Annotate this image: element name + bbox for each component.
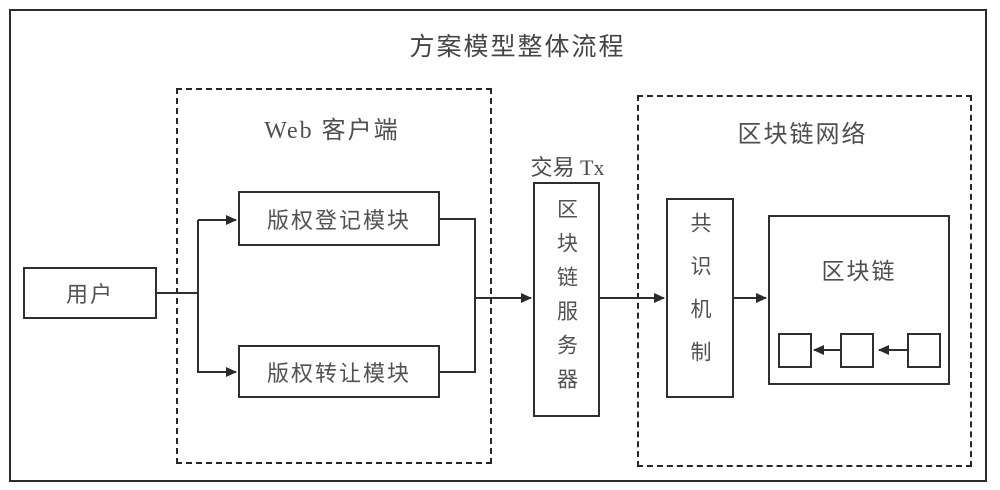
consensus-mechanism-label: 共识机制 bbox=[688, 212, 712, 384]
outer-frame bbox=[9, 9, 987, 482]
blockchain-server-label: 区块链服务器 bbox=[554, 197, 579, 402]
blockchain-box-label: 区块链 bbox=[821, 259, 897, 284]
copyright-transfer-module-label: 版权转让模块 bbox=[266, 360, 411, 386]
blockchain-network-label: 区块链网络 bbox=[737, 122, 868, 148]
block-square-3 bbox=[907, 333, 941, 368]
web-client-label: Web 客户端 bbox=[264, 118, 400, 144]
consensus-mechanism-box: 共识机制 bbox=[666, 198, 734, 398]
copyright-registration-module-label: 版权登记模块 bbox=[266, 207, 411, 233]
block-square-2 bbox=[840, 333, 874, 368]
user-box: 用户 bbox=[23, 267, 157, 319]
diagram-title: 方案模型整体流程 bbox=[409, 34, 626, 61]
transaction-tx-label: 交易 Tx bbox=[530, 155, 605, 180]
user-box-label: 用户 bbox=[65, 282, 114, 307]
copyright-transfer-module-box: 版权转让模块 bbox=[238, 345, 440, 398]
blockchain-server-box: 区块链服务器 bbox=[533, 182, 600, 417]
blockchain-network-group bbox=[637, 95, 972, 467]
web-client-group bbox=[176, 88, 492, 464]
blockchain-box bbox=[768, 215, 950, 385]
block-square-1 bbox=[778, 333, 812, 368]
copyright-registration-module-box: 版权登记模块 bbox=[238, 191, 440, 246]
